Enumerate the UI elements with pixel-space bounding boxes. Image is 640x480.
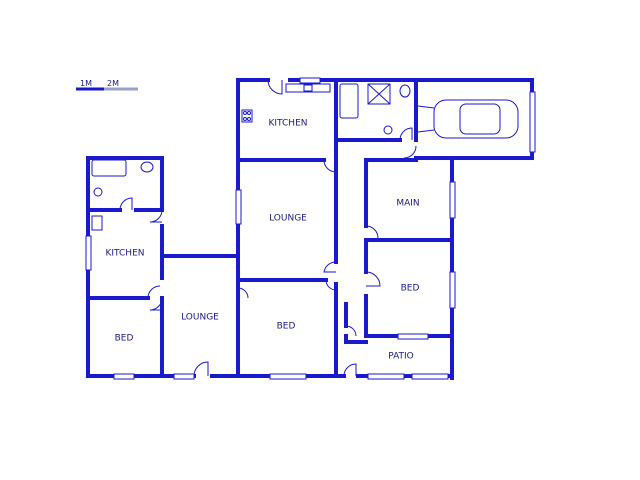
room-label-kitchen-main: KITCHEN [269,119,308,129]
scale-label-2m: 2M [107,79,119,88]
fixtures [91,83,519,231]
window-kitchen-left [85,235,92,271]
scale-bar: 1M 2M [76,79,138,91]
window-garage [529,91,536,153]
bathtub-icon [339,83,359,119]
door-kitchen-top [267,79,283,95]
room-label-bed-right: BED [401,284,420,294]
window-main-east [449,181,456,219]
door-bed-center [237,287,249,299]
bathtub-left-icon [91,159,127,177]
door-kitchen-left [149,209,163,223]
toilet-icon [399,84,411,98]
car-icon [417,99,519,139]
window-bed-south [397,333,429,340]
door-patio-south [343,363,357,377]
windows [85,77,536,380]
stove-icon [241,109,253,123]
basin-icon [383,125,393,135]
window-bed-left-south [113,373,135,380]
door-lounge-east [323,261,337,273]
window-lounge-left-south [173,373,195,380]
door-lounge-bed [325,279,337,291]
room-label-lounge-left: LOUNGE [181,313,219,323]
window-bed-center-south [269,373,307,380]
door-main-bed [365,225,379,239]
window-patio-south-2 [411,373,449,380]
room-label-kitchen-left: KITCHEN [106,249,145,259]
doors [119,79,417,377]
door-front [193,361,209,377]
scale-label-1m: 1M [80,79,92,88]
room-label-patio: PATIO [388,352,414,362]
window-bed-east [449,271,456,309]
kitchen-sink-icon [303,84,313,92]
door-garage [403,145,417,159]
room-label-lounge-main: LOUNGE [269,214,307,224]
window-lounge-west [235,189,242,225]
window-patio-south-1 [367,373,405,380]
room-labels: KITCHEN LOUNGE MAIN BED BED PATIO KITCHE… [106,119,420,362]
door-patio [345,325,357,337]
kitchen-left-sink-icon [91,215,103,231]
door-bath-left [119,197,133,211]
window-kitchen-north [299,77,321,84]
door-bed-left [149,297,163,311]
basin-left-icon [93,187,103,197]
door-bed-right [365,271,381,287]
room-label-bed-center: BED [277,322,296,332]
door-kitchen-lounge-left [147,285,161,299]
room-label-bed-left: BED [115,334,134,344]
room-label-main-bed: MAIN [396,199,419,209]
toilet-left-icon [140,161,154,173]
door-kitchen-lounge [323,159,337,173]
door-bath-main [399,127,413,141]
